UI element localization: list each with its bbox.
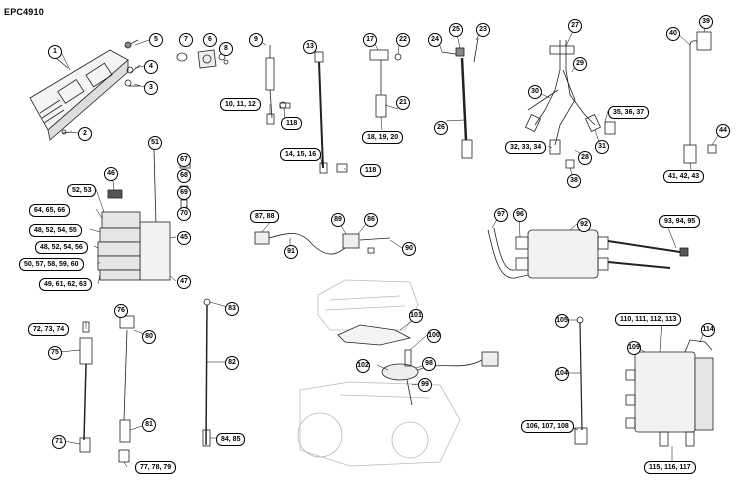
sensor-104-drawing — [574, 316, 588, 445]
callout: 26 — [434, 121, 448, 135]
callout: 30 — [528, 85, 542, 99]
callout: 91 — [284, 245, 298, 259]
callout: 6 — [203, 33, 217, 47]
callout: 23 — [476, 23, 490, 37]
callout: 5 — [149, 33, 163, 47]
callout: 48, 52, 54, 56 — [35, 241, 88, 254]
callout: 25 — [449, 23, 463, 37]
callout: 104 — [555, 367, 569, 381]
callout: 81 — [142, 418, 156, 432]
callout: 100 — [427, 329, 441, 343]
callout: 69 — [177, 186, 191, 200]
callout: 87, 88 — [250, 210, 280, 223]
callout: 35, 36, 37 — [608, 106, 650, 119]
callout: 7 — [179, 33, 193, 47]
callout: 14, 15, 16 — [280, 148, 322, 161]
callout: 92 — [577, 218, 591, 232]
callout: 46 — [104, 167, 118, 181]
callout: 31 — [595, 140, 609, 154]
actuator-drawing — [487, 227, 689, 279]
sensor-25-drawing — [441, 37, 479, 159]
bracket-101-drawing — [337, 324, 412, 346]
callout: 76 — [114, 304, 128, 318]
callout: 115, 116, 117 — [644, 461, 696, 474]
callout: 38 — [567, 174, 581, 188]
engine-drawing — [297, 279, 461, 467]
callout: 17 — [363, 33, 377, 47]
callout: 28 — [578, 151, 592, 165]
callout: 64, 65, 66 — [29, 204, 71, 217]
callout: 18, 19, 20 — [362, 131, 404, 144]
callout: 2 — [78, 127, 92, 141]
callout: 49, 61, 62, 63 — [39, 278, 92, 291]
callout: 97 — [494, 208, 508, 222]
callout: 72, 73, 74 — [28, 323, 70, 336]
sensor-13-drawing — [314, 51, 348, 174]
callout: 39 — [699, 15, 713, 29]
callout: 51 — [148, 136, 162, 150]
pump-drawing — [97, 149, 191, 281]
callout: 41, 42, 43 — [663, 170, 705, 183]
ecu-module-drawing — [29, 39, 141, 141]
callout: 70 — [177, 207, 191, 221]
callout: 82 — [225, 356, 239, 370]
callout: 1 — [48, 45, 62, 59]
callout: 52, 53 — [67, 184, 97, 197]
callout: 32, 33, 34 — [505, 141, 547, 154]
callout: 98 — [422, 357, 436, 371]
callout: 84, 85 — [216, 433, 246, 446]
controller-drawing — [625, 339, 714, 447]
callout: 99 — [418, 378, 432, 392]
callout: 83 — [225, 302, 239, 316]
diagram-code: EPC4910 — [4, 7, 44, 17]
callout: 67 — [177, 153, 191, 167]
callout: 110, 111, 112, 113 — [615, 313, 682, 326]
sensor-80-drawing — [118, 315, 135, 463]
callout: 106, 107, 108 — [521, 420, 574, 433]
callout: 118 — [281, 117, 303, 130]
callout: 48, 52, 54, 55 — [29, 224, 82, 237]
callout: 22 — [396, 33, 410, 47]
callout: 50, 57, 58, 59, 60 — [19, 258, 84, 271]
harness-drawing — [524, 40, 616, 169]
sensor-9-drawing — [265, 45, 291, 125]
callout: 109 — [627, 341, 641, 355]
callout: 27 — [568, 19, 582, 33]
rod-82-drawing — [202, 298, 211, 447]
callout: 13 — [303, 40, 317, 54]
callout: 68 — [177, 169, 191, 183]
callout: 45 — [177, 231, 191, 245]
callout: 77, 78, 79 — [135, 461, 177, 474]
callout: 40 — [666, 27, 680, 41]
sensor-39-drawing — [683, 31, 717, 164]
callout: 105 — [555, 314, 569, 328]
callout: 118 — [360, 164, 382, 177]
callout: 24 — [428, 33, 442, 47]
callout: 86 — [364, 213, 378, 227]
callout: 89 — [331, 213, 345, 227]
callout: 80 — [142, 330, 156, 344]
callout: 29 — [573, 57, 587, 71]
small-parts-drawing — [176, 49, 229, 69]
callout: 102 — [356, 359, 370, 373]
callout: 75 — [48, 346, 62, 360]
callout: 10, 11, 12 — [220, 98, 261, 111]
callout: 4 — [144, 60, 158, 74]
callout: 21 — [396, 96, 410, 110]
callout: 71 — [52, 435, 66, 449]
callout: 90 — [402, 242, 416, 256]
sensor-75-drawing — [79, 321, 93, 453]
callout: 93, 94, 95 — [659, 215, 701, 228]
callout: 9 — [249, 33, 263, 47]
callout: 47 — [177, 275, 191, 289]
callout: 8 — [219, 42, 233, 56]
callout: 96 — [513, 208, 527, 222]
callout: 44 — [716, 124, 730, 138]
callout: 3 — [144, 81, 158, 95]
callout: 114 — [701, 323, 715, 337]
callout: 101 — [409, 309, 423, 323]
sensor-86-drawing — [254, 231, 391, 255]
